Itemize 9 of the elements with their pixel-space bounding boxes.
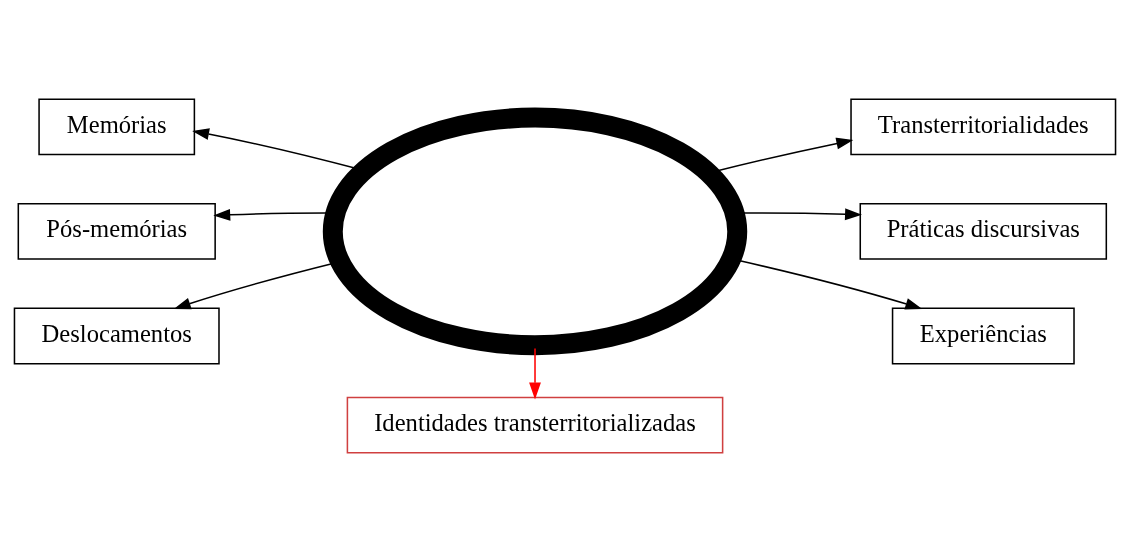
node-circle	[322, 107, 748, 356]
node-box: Práticas discursivas	[859, 202, 1108, 260]
arrow	[529, 347, 541, 400]
node-box: Memórias	[38, 98, 196, 156]
node-box: Pós-memórias	[17, 202, 216, 260]
node-box: Identidades transterritorializadas	[346, 396, 724, 454]
node-box: Experiências	[891, 307, 1075, 365]
node-box: Transterritorialidades	[850, 98, 1117, 156]
node-box: Deslocamentos	[13, 307, 220, 365]
